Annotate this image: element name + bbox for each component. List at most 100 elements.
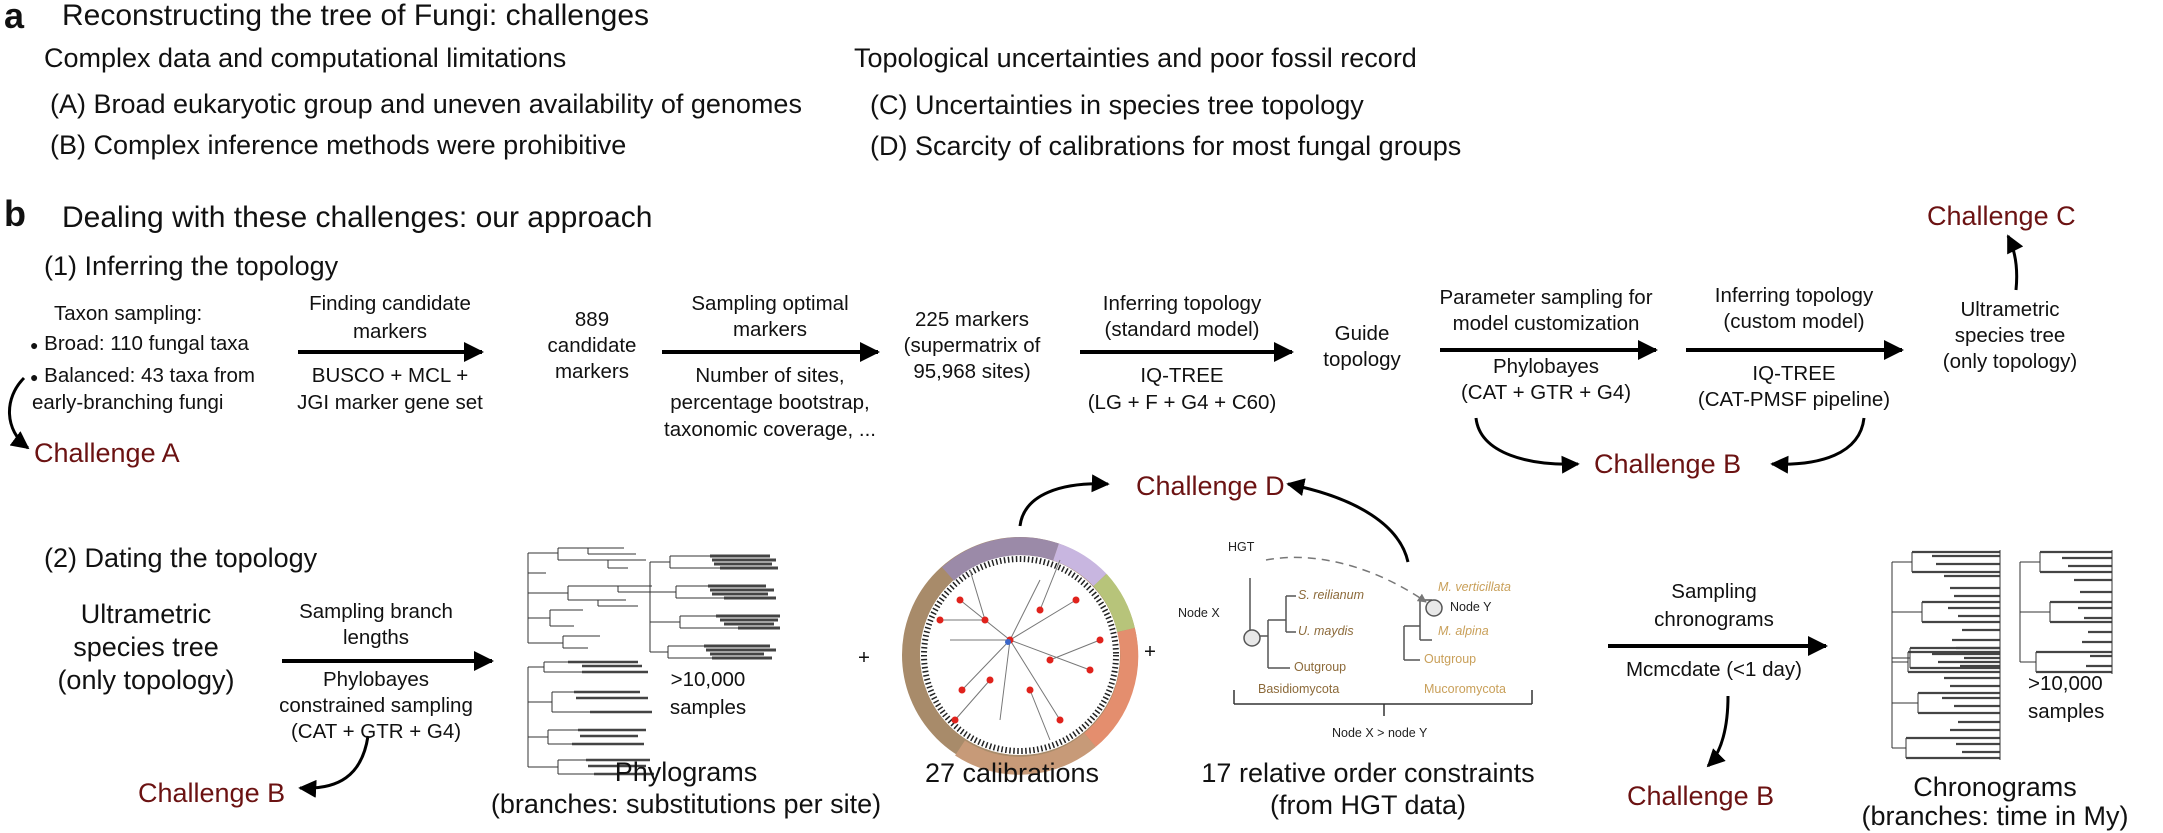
challenge-b-label-top: Challenge B	[1594, 449, 1742, 479]
samples2-l1: >10,000	[2028, 672, 2103, 695]
infer-std-below-1: IQ-TREE	[1140, 364, 1224, 387]
param-below-2: (CAT + GTR + G4)	[1460, 381, 1632, 404]
challenge-item-b: (B) Complex inference methods were prohi…	[50, 130, 627, 160]
phylograms-caption-2: (branches: substitutions per site)	[490, 789, 882, 819]
challenge-item-c: (C) Uncertainties in species tree topolo…	[870, 90, 1364, 120]
relative-caption-2: (from HGT data)	[1269, 790, 1467, 820]
candidates-l3: markers	[554, 360, 630, 383]
sampling-opt-below-3: taxonomic coverage, ...	[664, 418, 876, 441]
challenge-b-label-left: Challenge B	[138, 778, 286, 808]
candidates-count: 889	[574, 308, 610, 331]
calibration-circular-tree	[902, 537, 1139, 775]
arrow-cal-to-challenge-d	[1018, 474, 1110, 527]
ultra-top-l3: (only topology)	[1942, 350, 2078, 373]
arrow-hgt-to-challenge-d	[1286, 478, 1410, 563]
sampling-branch-below-2: constrained sampling	[279, 694, 473, 717]
calibrations-caption: 27 calibrations	[924, 758, 1100, 788]
param-above-1: Parameter sampling for	[1439, 286, 1653, 309]
ultra-left-l3: (only topology)	[57, 665, 235, 695]
bullet: ●	[30, 369, 39, 385]
taxon-balanced-2: early-branching fungi	[32, 391, 224, 414]
param-below-1: Phylobayes	[1493, 355, 1599, 378]
outgroup-left-label: Outgroup	[1294, 660, 1347, 674]
s-reilianum-label: S. reilianum	[1298, 588, 1364, 602]
samples1-l2: samples	[669, 696, 747, 719]
ultra-top-l2: species tree	[1954, 324, 2066, 347]
phylogram-thumbnails	[527, 547, 780, 776]
relative-caption-1: 17 relative order constraints	[1201, 758, 1535, 788]
sampling-opt-below-1: Number of sites,	[695, 364, 845, 387]
basidiomycota-label: Basidiomycota	[1258, 682, 1340, 696]
candidates-l2: candidate	[547, 334, 637, 357]
sampling-branch-below-3: (CAT + GTR + G4)	[290, 720, 462, 743]
arrow-custom-to-challenge-b	[1770, 417, 1866, 474]
hgt-label: HGT	[1228, 540, 1255, 554]
node-relation-label: Node X > node Y	[1332, 726, 1428, 740]
taxon-title: Taxon sampling:	[54, 302, 203, 325]
sampling-opt-above-1: Sampling optimal	[691, 292, 849, 315]
infer-custom-below-2: (CAT-PMSF pipeline)	[1697, 388, 1891, 411]
markers225-l1: 225 markers	[915, 308, 1029, 331]
taxon-balanced: ● Balanced: 43 taxa from	[30, 364, 255, 389]
guide-l1: Guide	[1334, 322, 1390, 345]
arrow-mcmc-to-challenge-b	[1706, 695, 1730, 768]
panel-label-b: b	[4, 193, 26, 234]
panel-b-title: Dealing with these challenges: our appro…	[62, 201, 653, 234]
taxon-broad: ● Broad: 110 fungal taxa	[30, 332, 249, 357]
taxon-broad-text: Broad: 110 fungal taxa	[44, 332, 249, 355]
infer-custom-above-2: (custom model)	[1723, 310, 1865, 333]
challenge-item-a: (A) Broad eukaryotic group and uneven av…	[50, 89, 802, 119]
samples1-l1: >10,000	[670, 668, 746, 691]
sampling-branch-above-2: lengths	[342, 626, 410, 649]
col1-heading: Complex data and computational limitatio…	[44, 43, 567, 73]
param-above-2: model customization	[1452, 312, 1640, 335]
sampling-opt-above-2: markers	[732, 318, 808, 341]
markers225-l3: 95,968 sites)	[913, 360, 1031, 383]
arrow-phylo-to-challenge-b	[298, 735, 370, 798]
samples2-l2: samples	[2028, 700, 2105, 723]
taxon-balanced-text: Balanced: 43 taxa from	[44, 364, 255, 387]
ultra-left-l1: Ultrametric	[80, 599, 212, 629]
plus-sign-1: +	[858, 646, 870, 669]
chrono-below-1: Mcmcdate (<1 day)	[1625, 658, 1803, 681]
finding-below-1: BUSCO + MCL +	[311, 364, 469, 387]
mucoromycota-label: Mucoromycota	[1424, 682, 1506, 696]
arrow-to-challenge-c	[2006, 234, 2024, 291]
chronograms-caption-1: Chronograms	[1913, 772, 2077, 802]
challenge-item-d: (D) Scarcity of calibrations for most fu…	[870, 131, 1462, 161]
u-maydis-label: U. maydis	[1298, 624, 1354, 638]
ultra-left-l2: species tree	[73, 632, 219, 662]
col2-heading: Topological uncertainties and poor fossi…	[854, 43, 1417, 73]
finding-below-2: JGI marker gene set	[297, 391, 483, 414]
phylograms-caption-1: Phylograms	[614, 757, 758, 787]
challenge-c-label: Challenge C	[1927, 201, 2076, 231]
ultra-top-l1: Ultrametric	[1960, 298, 2060, 321]
finding-above-2: markers	[352, 320, 428, 343]
guide-l2: topology	[1323, 348, 1401, 371]
hgt-constraint-diagram	[1233, 556, 1533, 716]
arrow-to-challenge-a	[8, 376, 30, 450]
panel-label-a: a	[4, 0, 25, 36]
step2-heading: (2) Dating the topology	[44, 543, 318, 573]
chrono-above-1: Sampling	[1671, 580, 1757, 603]
infer-std-below-2: (LG + F + G4 + C60)	[1087, 391, 1277, 414]
challenge-d-label: Challenge D	[1136, 471, 1285, 501]
m-alpina-label: M. alpina	[1438, 624, 1489, 638]
sampling-branch-below-1: Phylobayes	[323, 668, 429, 691]
infer-std-above-2: (standard model)	[1104, 318, 1260, 341]
challenge-b-label-right: Challenge B	[1627, 781, 1775, 811]
infer-custom-above-1: Inferring topology	[1714, 284, 1874, 307]
node-x-label: Node X	[1178, 606, 1220, 620]
m-verticillata-label: M. verticillata	[1438, 580, 1511, 594]
markers225-l2: (supermatrix of	[903, 334, 1041, 357]
arrow-param-to-challenge-b	[1474, 417, 1580, 474]
chronogram-thumbnails	[1891, 550, 2113, 760]
finding-above-1: Finding candidate	[309, 292, 471, 315]
sampling-opt-below-2: percentage bootstrap,	[670, 391, 870, 414]
node-y-label: Node Y	[1450, 600, 1492, 614]
plus-sign-2: +	[1144, 640, 1156, 663]
infer-std-above-1: Inferring topology	[1102, 292, 1262, 315]
chrono-above-2: chronograms	[1654, 608, 1774, 631]
infer-custom-below-1: IQ-TREE	[1752, 362, 1836, 385]
